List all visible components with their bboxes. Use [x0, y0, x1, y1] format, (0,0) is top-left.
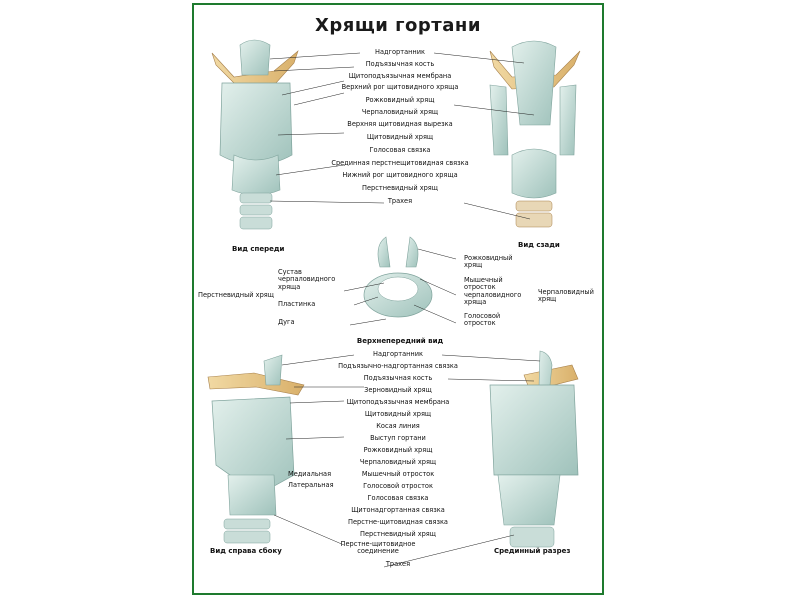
label-b-hyoid: Подъязычная кость [363, 374, 433, 382]
label-b-prominence: Выступ гортани [370, 434, 426, 442]
label-b-cricothyroid-joint: Перстне-щитовидное соединение [340, 540, 416, 556]
label-b-arytenoid: Черпаловидный хрящ [359, 458, 437, 466]
label-hyoid-bone: Подъязычная кость [365, 60, 435, 68]
label-trachea: Трахея [387, 197, 413, 205]
label-muscular-process-mid: Мышечный отросток черпаловидного хряща [464, 276, 522, 307]
label-cricoid: Перстневидный хрящ [362, 184, 438, 192]
larynx-illustrations [207, 39, 581, 568]
label-inferior-horn: Нижний рог щитовидного хряща [342, 171, 458, 179]
label-epiglottis: Надгортанник [374, 48, 426, 56]
back-view-illustration [489, 40, 581, 228]
label-corniculate: Рожковидный хрящ [365, 96, 435, 104]
label-b-trachea: Трахея [385, 560, 411, 568]
leader-lines [269, 52, 541, 568]
label-arytenoid-group: Черпаловидный хрящ [538, 288, 594, 304]
label-lamina: Пластинка [278, 300, 316, 308]
label-median-cricothyroid: Срединная перстнещитовидная связка [331, 159, 469, 167]
caption-back-view: Вид сзади [518, 241, 560, 249]
poster-title: Хрящи гортани [315, 15, 481, 36]
caption-midline: Срединный разрез [494, 547, 571, 555]
poster-frame: Хрящи гортани [192, 3, 604, 595]
label-b-vocal-ligament: Голосовая связка [367, 494, 429, 502]
label-thyroid-cartilage: Щитовидный хрящ [366, 133, 434, 141]
label-b-thyroepiglottic: Щитонадгортанная связка [351, 506, 445, 514]
label-b-medial: Медиальная [288, 470, 332, 478]
label-arch: Дуга [278, 318, 295, 326]
label-arytenoid: Черпаловидный хрящ [361, 108, 439, 116]
label-b-epiglottis: Надгортанник [372, 350, 424, 358]
label-thyrohyoid-membrane: Щитоподъязычная мембрана [348, 72, 452, 80]
label-corniculate-mid: Рожковидный хрящ [464, 254, 513, 270]
label-b-cricothyroid-lig: Перстне-щитовидная связка [348, 518, 448, 526]
label-vocal-process-mid: Голосовой отросток [464, 312, 501, 328]
label-cricoid-group: Перстневидный хрящ [198, 291, 274, 299]
midline-section-illustration [489, 350, 579, 548]
label-b-cricoid: Перстневидный хрящ [360, 530, 436, 538]
top-view-illustration [363, 236, 433, 318]
label-b-thyroid: Щитовидный хрящ [364, 410, 432, 418]
caption-side-view: Вид справа сбоку [210, 547, 282, 555]
label-b-vocal-process: Голосовой отросток [363, 482, 433, 490]
label-superior-horn: Верхний рог щитовидного хряща [341, 83, 459, 91]
label-b-corniculate: Рожковидный хрящ [363, 446, 433, 454]
label-b-thyrohyoid: Щитоподъязычная мембрана [346, 398, 450, 406]
label-b-triticeous: Зерновидный хрящ [364, 386, 432, 394]
side-view-illustration [207, 354, 305, 544]
label-b-hyoepiglottic: Подъязычно-надгортанная связка [338, 362, 458, 370]
label-b-muscular-process: Мышечный отросток [361, 470, 435, 478]
label-vocal-ligament: Голосовая связка [369, 146, 431, 154]
label-b-lateral: Латеральная [288, 481, 334, 489]
label-cricoarytenoid-joint: Сустав черпаловидного хряща [278, 268, 336, 291]
label-b-oblique-line: Косая линия [376, 422, 420, 430]
caption-front-view: Вид спереди [232, 245, 285, 253]
caption-top-view: Верхнепередний вид [356, 337, 444, 345]
label-thyroid-notch: Верхняя щитовидная вырезка [347, 120, 453, 128]
front-view-illustration [211, 39, 299, 230]
